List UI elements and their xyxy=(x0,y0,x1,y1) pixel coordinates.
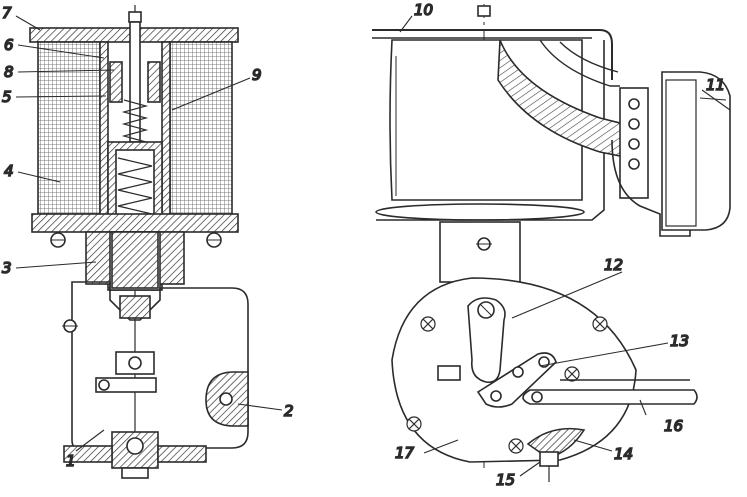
coil-base-ring xyxy=(375,203,585,221)
rod-top-nut xyxy=(128,11,142,23)
callout-1: 1 xyxy=(66,452,76,470)
callout-4: 4 xyxy=(4,162,14,180)
mounting-block xyxy=(439,221,521,283)
rod-upper xyxy=(129,21,141,143)
callout-14: 14 xyxy=(614,445,633,463)
callout-13: 13 xyxy=(670,332,689,350)
stop-block xyxy=(437,365,461,381)
adjusting-nut xyxy=(539,451,559,467)
disc-bolts xyxy=(406,316,608,454)
base-foot-left xyxy=(63,445,113,463)
callout-2: 2 xyxy=(284,402,294,420)
core-tube-left-wall xyxy=(99,41,109,243)
callout-16: 16 xyxy=(664,417,683,435)
armature-lower xyxy=(111,231,159,289)
callout-7: 7 xyxy=(2,4,12,22)
upper-stop-right xyxy=(147,61,161,103)
terminal-bracket xyxy=(611,139,691,237)
section-view-left: 7 6 8 5 9 4 3 1 2 xyxy=(1,3,294,479)
linkage-lower xyxy=(95,377,157,393)
side-view-right: 10 11 12 13 16 17 14 15 xyxy=(372,0,731,490)
callout-8: 8 xyxy=(4,63,14,81)
coil-body xyxy=(389,39,583,201)
callout-3: 3 xyxy=(2,259,12,277)
actuating-bar xyxy=(522,389,698,405)
top-bracket xyxy=(372,29,613,80)
coil-left xyxy=(37,41,101,215)
callout-10: 10 xyxy=(414,1,433,19)
callout-5: 5 xyxy=(2,88,12,106)
piston xyxy=(119,295,151,319)
base-foot-right xyxy=(157,445,207,463)
upper-stop xyxy=(109,61,123,103)
core-tube-right-wall xyxy=(161,41,171,243)
upper-spring xyxy=(121,99,149,143)
coil-right xyxy=(169,41,233,215)
callout-6: 6 xyxy=(4,36,14,54)
linkage-pin xyxy=(128,356,142,370)
callout-12: 12 xyxy=(604,256,623,274)
bottom-flange xyxy=(31,213,239,233)
callout-9: 9 xyxy=(252,66,262,84)
callout-15: 15 xyxy=(496,471,515,489)
lever xyxy=(467,297,506,384)
callout-17: 17 xyxy=(395,444,415,462)
callout-11: 11 xyxy=(706,76,725,94)
